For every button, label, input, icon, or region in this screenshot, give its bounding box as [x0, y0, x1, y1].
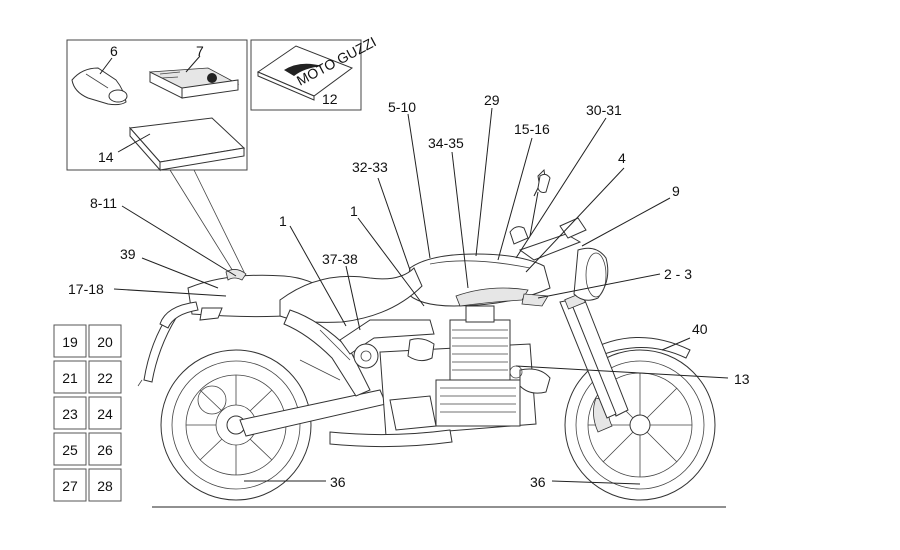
- inset-link-line: [193, 169, 247, 277]
- leader-6: [99, 57, 113, 75]
- grid-cell: 26: [88, 432, 122, 466]
- leader-8-11: [121, 205, 237, 277]
- callout-8-11: 8-11: [90, 195, 117, 211]
- callout-29: 29: [484, 92, 500, 108]
- callout-1b: 1: [350, 203, 358, 219]
- leader-lines: [113, 107, 729, 485]
- leader-17-18: [113, 288, 227, 297]
- leader-15-16: [497, 137, 533, 261]
- seat-and-tail: [187, 267, 423, 323]
- engine: [379, 305, 551, 437]
- grid-cell: 19: [53, 324, 87, 358]
- leader-9: [581, 197, 671, 247]
- svg-text:28: 28: [97, 478, 113, 494]
- leader-36b: [551, 480, 641, 485]
- callout-1a: 1: [279, 213, 287, 229]
- leader-14: [117, 133, 151, 153]
- svg-text:22: 22: [97, 370, 113, 386]
- grid-cell: 28: [88, 468, 122, 502]
- leader-7: [185, 55, 201, 73]
- inset-accessories-box: [66, 39, 248, 172]
- grid-cell: 20: [88, 324, 122, 358]
- callout-30-31: 30-31: [586, 102, 622, 118]
- leader-2-3: [537, 273, 661, 299]
- leader-37-38: [345, 265, 361, 331]
- callout-2-3: 2 - 3: [664, 266, 692, 282]
- motorcycle-drawing: [137, 168, 716, 501]
- callout-7: 7: [196, 43, 204, 59]
- callout-32-33: 32-33: [352, 159, 388, 175]
- rear-mudguard: [137, 301, 199, 387]
- callout-36b: 36: [530, 474, 546, 490]
- mirror: [537, 173, 551, 193]
- inset-decal-box: MOTO GUZZI: [250, 33, 379, 111]
- callout-34-35: 34-35: [428, 135, 464, 151]
- grid-cell: 21: [53, 360, 87, 394]
- leader-4: [525, 167, 625, 273]
- leader-39: [141, 257, 219, 289]
- grid-cell: 22: [88, 360, 122, 394]
- grid-cell: 23: [53, 396, 87, 430]
- leader-32-33: [377, 177, 411, 271]
- callout-40: 40: [692, 321, 708, 337]
- front-fork: [559, 292, 629, 419]
- leader-34-35: [451, 151, 469, 289]
- callout-13: 13: [734, 371, 750, 387]
- callout-12: 12: [322, 91, 338, 107]
- leader-1a: [289, 225, 347, 327]
- manual-book-drawing: [148, 67, 240, 99]
- callout-14: 14: [98, 149, 114, 165]
- svg-text:27: 27: [62, 478, 78, 494]
- front-wheel: [564, 349, 716, 501]
- leader-40: [661, 337, 691, 351]
- svg-text:26: 26: [97, 442, 113, 458]
- svg-text:21: 21: [62, 370, 78, 386]
- callout-labels: 6 7 12 14 8-11 39 17-18 1 1 37-38 32-33 …: [68, 43, 750, 490]
- callout-15-16: 15-16: [514, 121, 550, 137]
- exhaust: [329, 429, 453, 448]
- headlight: [573, 247, 609, 301]
- fuel-tank: [405, 253, 551, 307]
- callout-6: 6: [110, 43, 118, 59]
- grid-cell: 25: [53, 432, 87, 466]
- inset-link-line: [169, 169, 237, 277]
- frame-swingarm: [239, 309, 435, 437]
- grid-cell: 27: [53, 468, 87, 502]
- leader-5-10: [407, 113, 431, 259]
- folder-drawing: [128, 117, 246, 172]
- callout-36a: 36: [330, 474, 346, 490]
- leader-30-31: [515, 117, 607, 259]
- front-fender: [585, 337, 691, 361]
- svg-text:20: 20: [97, 334, 113, 350]
- svg-text:24: 24: [97, 406, 113, 422]
- svg-text:19: 19: [62, 334, 78, 350]
- grid-cell: 24: [88, 396, 122, 430]
- callout-9: 9: [672, 183, 680, 199]
- svg-text:25: 25: [62, 442, 78, 458]
- callout-39: 39: [120, 246, 136, 262]
- callout-17-18: 17-18: [68, 281, 104, 297]
- cover-roll-drawing: [71, 67, 128, 106]
- callout-4: 4: [618, 150, 626, 166]
- callout-37-38: 37-38: [322, 251, 358, 267]
- svg-text:23: 23: [62, 406, 78, 422]
- leader-1b: [357, 217, 425, 307]
- leader-29: [475, 107, 493, 257]
- callout-5-10: 5-10: [388, 99, 416, 115]
- leader-13: [515, 365, 729, 379]
- decal-number-grid: 19 20 21 22 23 24 25 26: [53, 324, 122, 502]
